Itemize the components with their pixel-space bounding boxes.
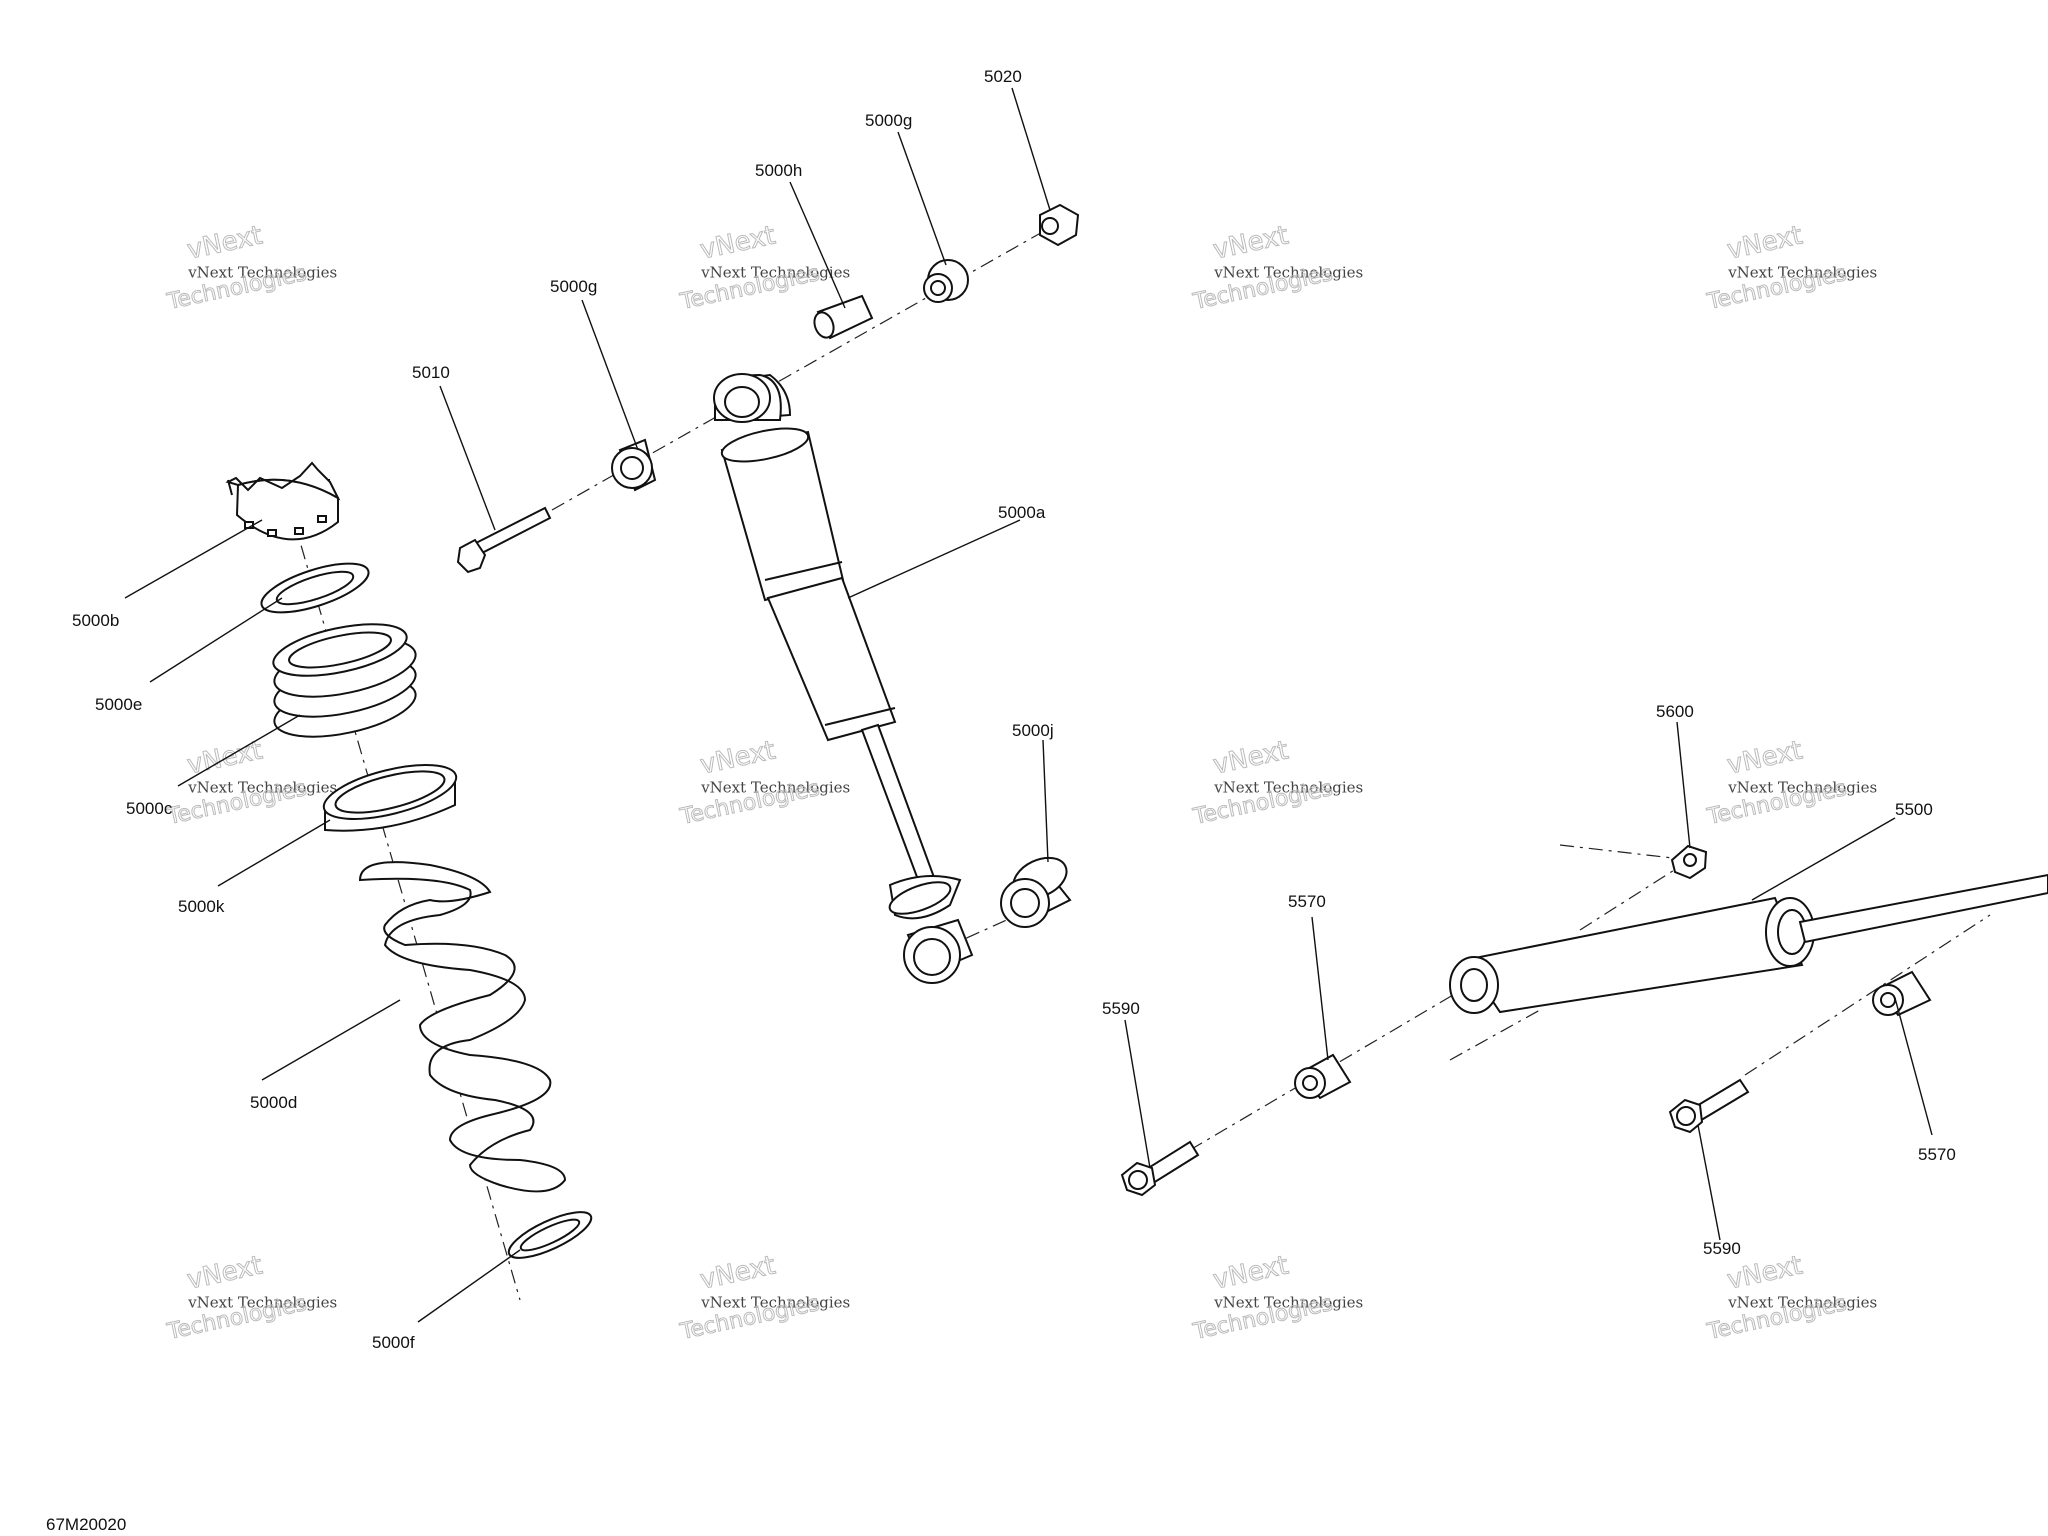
- top-bushing: [923, 259, 969, 303]
- callout-5000c: 5000c: [126, 799, 173, 818]
- watermark: vNext vNext Technologies Technologies: [1190, 220, 1363, 316]
- lower-bushing: [1000, 856, 1072, 928]
- spring-spacer: [322, 764, 458, 832]
- callout-5000b: 5000b: [72, 611, 119, 630]
- callout-5000h: 5000h: [755, 161, 802, 180]
- shock-absorber-5500: [1449, 873, 2048, 1014]
- leader-5000e: [149, 597, 283, 683]
- spring-washer: [260, 562, 370, 614]
- callout-5000f: 5000f: [372, 1333, 415, 1352]
- watermark-company: vNext Technologies: [1213, 778, 1363, 796]
- spacer-5570-right: [1872, 970, 1932, 1017]
- leader-5600: [1676, 721, 1691, 849]
- callout-5010: 5010: [412, 363, 450, 382]
- shock2-lower-axis-2: [1449, 1009, 1541, 1061]
- watermark-company: vNext Technologies: [1213, 263, 1363, 281]
- mount-nut: [1039, 203, 1080, 247]
- watermark-vnext: vNext: [1211, 1250, 1292, 1295]
- leader-5570-left: [1311, 916, 1329, 1061]
- callout-5000k: 5000k: [178, 897, 225, 916]
- bolt-5590-left: [1120, 1140, 1200, 1197]
- watermark-company: vNext Technologies: [1213, 1293, 1363, 1311]
- watermark-vnext: vNext: [698, 735, 779, 780]
- shock2-lower-axis: [1189, 984, 1471, 1151]
- watermark-vnext: vNext: [698, 1250, 779, 1295]
- watermark-vnext: vNext: [185, 220, 266, 265]
- main-spring: [358, 861, 567, 1193]
- watermark: vNext vNext Technologies Technologies: [1704, 220, 1877, 316]
- leader-5000f: [417, 1249, 521, 1323]
- watermark-company: vNext Technologies: [187, 263, 337, 281]
- callout-5020: 5020: [984, 67, 1022, 86]
- watermark: vNext vNext Technologies Technologies: [164, 220, 337, 316]
- callout-5570-right: 5570: [1918, 1145, 1956, 1164]
- watermark-vnext: vNext: [1725, 220, 1806, 265]
- callout-5000g-top: 5000g: [865, 111, 912, 130]
- diagram-code: 67M20020: [46, 1515, 126, 1534]
- watermark-company: vNext Technologies: [700, 1293, 850, 1311]
- callout-labels: 5020 5000g 5000h 5000g 5010 5000a 5000b …: [72, 67, 1956, 1352]
- watermark-vnext: vNext: [698, 220, 779, 265]
- watermark-company: vNext Technologies: [1727, 778, 1877, 796]
- watermark: vNext vNext Technologies Technologies: [1190, 735, 1363, 831]
- leader-5000g: [581, 299, 639, 451]
- shock2-top-axis: [1579, 859, 1691, 931]
- callout-5590-right: 5590: [1703, 1239, 1741, 1258]
- watermark-company: vNext Technologies: [700, 263, 850, 281]
- preload-adjuster: [225, 461, 341, 541]
- callout-5000a: 5000a: [998, 503, 1046, 522]
- watermark-company: vNext Technologies: [1727, 263, 1877, 281]
- leader-5000k: [217, 819, 331, 887]
- leader-5000g-top: [897, 131, 947, 266]
- leader-5000h: [789, 181, 846, 309]
- watermark-vnext: vNext: [185, 1250, 266, 1295]
- leader-5000a: [847, 519, 1021, 599]
- shock2-rod-axis: [1744, 914, 1991, 1076]
- spacer-5570-left: [1294, 1053, 1352, 1100]
- mount-bolt: [456, 506, 552, 574]
- callout-5000e: 5000e: [95, 695, 142, 714]
- shock-absorber-body: [713, 373, 974, 984]
- callout-5000g: 5000g: [550, 277, 597, 296]
- leader-5500: [1751, 817, 1896, 901]
- nut-5600: [1670, 844, 1708, 880]
- watermark-company: vNext Technologies: [187, 1293, 337, 1311]
- shock2-upper-axis: [1559, 844, 1691, 861]
- bolt-5590-right: [1668, 1078, 1750, 1134]
- watermark-company: vNext Technologies: [700, 778, 850, 796]
- leader-5590-right: [1697, 1124, 1721, 1241]
- leader-5010: [439, 385, 496, 531]
- leader-5000d: [261, 999, 401, 1081]
- watermark: vNext vNext Technologies Technologies: [677, 1250, 850, 1346]
- watermark: vNext vNext Technologies Technologies: [1704, 735, 1877, 831]
- helper-spring: [272, 623, 417, 738]
- callout-5000d: 5000d: [250, 1093, 297, 1112]
- mount-sleeve: [813, 294, 874, 340]
- mount-bushing: [611, 438, 657, 492]
- leader-5000b: [124, 519, 263, 599]
- watermark: vNext vNext Technologies Technologies: [1190, 1250, 1363, 1346]
- watermark-company: vNext Technologies: [1727, 1293, 1877, 1311]
- callout-5500: 5500: [1895, 800, 1933, 819]
- callout-5600: 5600: [1656, 702, 1694, 721]
- watermark-company: vNext Technologies: [187, 778, 337, 796]
- watermark-vnext: vNext: [1211, 735, 1292, 780]
- leader-5000c: [177, 714, 301, 787]
- leader-5590-left: [1124, 1019, 1151, 1169]
- watermark-vnext: vNext: [1211, 220, 1292, 265]
- callout-5000j: 5000j: [1012, 721, 1054, 740]
- watermark: vNext vNext Technologies Technologies: [677, 735, 850, 831]
- callout-5570-left: 5570: [1288, 892, 1326, 911]
- leader-5570-right: [1894, 997, 1933, 1136]
- leader-5000j: [1042, 739, 1049, 863]
- spring-clip: [507, 1211, 593, 1259]
- watermark: vNext vNext Technologies Technologies: [164, 735, 337, 831]
- callout-5590-left: 5590: [1102, 999, 1140, 1018]
- watermark: vNext vNext Technologies Technologies: [164, 1250, 337, 1346]
- leader-5020: [1011, 87, 1051, 211]
- leader-lines: [124, 87, 1933, 1323]
- watermark: vNext vNext Technologies Technologies: [677, 220, 850, 316]
- watermark-vnext: vNext: [1725, 735, 1806, 780]
